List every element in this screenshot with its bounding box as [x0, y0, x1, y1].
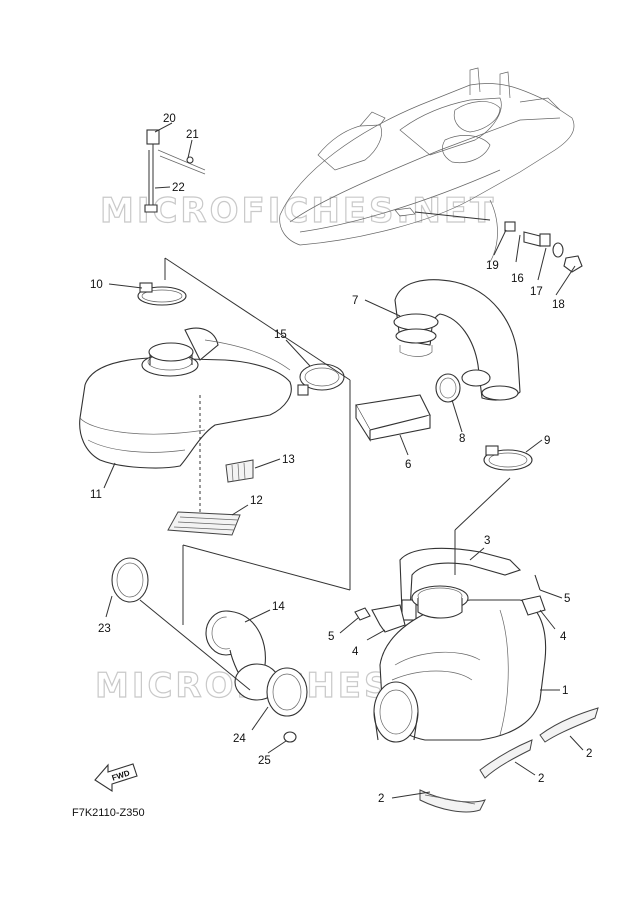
- screen-24: [266, 667, 308, 717]
- callout-3: 3: [484, 535, 490, 547]
- callout-7: 7: [352, 295, 358, 307]
- watercraft-illustration: [279, 67, 575, 246]
- fwd-arrow-icon: FWD: [94, 763, 138, 793]
- callout-2b: 2: [538, 773, 544, 785]
- callout-5a: 5: [328, 631, 334, 643]
- clamp-10: [137, 282, 187, 306]
- ring-23: [111, 557, 149, 603]
- clamp-9: [483, 445, 533, 471]
- callout-4b: 4: [560, 631, 567, 643]
- callout-17: 17: [530, 286, 543, 298]
- callout-14: 14: [272, 601, 285, 613]
- callout-6: 6: [405, 459, 411, 471]
- clamp-8: [435, 369, 491, 403]
- callout-25: 25: [258, 755, 271, 767]
- callout-13: 13: [282, 454, 295, 466]
- duct-7: [393, 279, 521, 401]
- air-box-1: [373, 585, 547, 743]
- callout-18: 18: [552, 299, 565, 311]
- clamp-assembly-20-22: [144, 129, 206, 213]
- callout-21: 21: [186, 129, 199, 141]
- resonator-11: [79, 327, 292, 520]
- callout-8: 8: [459, 433, 465, 445]
- callout-16: 16: [511, 273, 524, 285]
- plug-25: [283, 731, 297, 743]
- callout-10: 10: [90, 279, 103, 291]
- callout-24: 24: [233, 733, 246, 745]
- leader-lines: [103, 122, 584, 799]
- callout-9: 9: [544, 435, 550, 447]
- callout-2c: 2: [378, 793, 384, 805]
- clamp-15: [297, 363, 345, 396]
- element-6: [355, 394, 431, 442]
- element-13: [225, 459, 254, 483]
- callout-20: 20: [163, 113, 176, 125]
- strap-3: [399, 547, 522, 621]
- callout-22: 22: [172, 182, 185, 194]
- fasteners-16-19: [489, 199, 583, 273]
- assembly-lines: [139, 257, 511, 691]
- bracket-4-5-right: [521, 574, 546, 616]
- callout-19: 19: [486, 260, 499, 272]
- callout-2a: 2: [586, 748, 592, 760]
- callout-11: 11: [90, 489, 102, 501]
- callout-4a: 4: [352, 646, 359, 658]
- diagram-code: F7K2110-Z350: [72, 807, 145, 819]
- pads-2: [419, 707, 599, 813]
- callout-12: 12: [250, 495, 263, 507]
- callouts: 1 2 2 2 3 4 4 5 5 6 7 8 9 10 11 12 13 14…: [90, 113, 592, 805]
- callout-5b: 5: [564, 593, 570, 605]
- bracket-4-5-left: [354, 604, 406, 633]
- callout-15: 15: [274, 329, 287, 341]
- filter-12: [167, 511, 241, 536]
- callout-1: 1: [562, 685, 568, 697]
- callout-23: 23: [98, 623, 111, 635]
- watermark-top: MICROFICHES.NET: [100, 191, 496, 231]
